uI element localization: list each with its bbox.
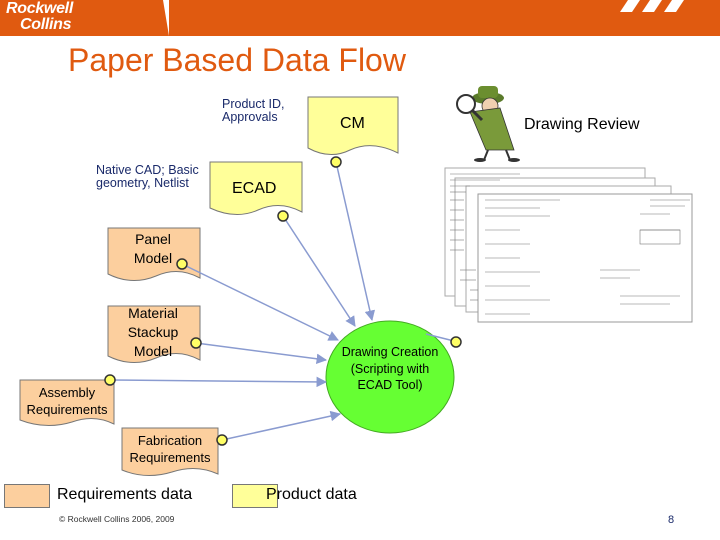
stackup-connector [190,337,202,349]
fabrication-connector [216,434,228,446]
detective-icon [456,86,520,162]
material-stackup-box [107,305,201,363]
cm-box [307,96,399,155]
arrow-panel-to-drawing [181,263,339,341]
product-id-label: Product ID, Approvals [222,97,285,124]
assembly-requirements-label: Assembly Requirements [26,385,108,417]
sheets-connector [450,336,462,348]
legend-requirements-label: Requirements data [57,486,193,503]
arrow-assembly-to-drawing [109,376,328,388]
logo-line2: Collins [20,16,72,33]
panel-model-label: Panel Model [133,231,173,266]
panel-model-box [107,227,201,281]
legend-product-swatch [232,484,278,508]
fabrication-requirements-box [121,427,219,476]
drawing-sheets-icon [444,167,693,323]
arrow-stackup-to-drawing [195,342,328,364]
assembly-connector [104,374,116,386]
slide-title: Paper Based Data Flow [68,42,406,78]
copyright-text: © Rockwell Collins 2006, 2009 [59,514,175,524]
rockwell-collins-logo: Rockwell Collins [6,1,73,33]
drawing-creation-label: Drawing Creation (Scripting with ECAD To… [341,345,439,392]
cm-label: CM [340,115,365,132]
legend-product-label: Product data [266,486,357,503]
legend-requirements-swatch [4,484,50,508]
assembly-requirements-box [19,379,115,426]
fabrication-requirements-label: Fabrication Requirements [129,433,211,465]
material-stackup-label: Material Stackup Model [127,305,179,359]
header-stripes-icon [620,0,684,12]
arrow-cm-to-drawing [335,161,376,322]
ecad-box [209,161,303,215]
arrow-fabrication-to-drawing [221,410,342,441]
arrow-drawing-to-sheets [425,333,455,342]
panel-connector [176,258,188,270]
header-bar [0,0,720,36]
native-cad-label: Native CAD; Basic geometry, Netlist [96,163,199,190]
page-number: 8 [668,514,675,526]
cm-connector [330,156,342,168]
ecad-connector [277,210,289,222]
logo-line1: Rockwell [6,0,73,17]
arrow-ecad-to-drawing [282,215,356,327]
drawing-review-label: Drawing Review [524,116,640,133]
logo-separator [163,0,169,36]
ecad-label: ECAD [232,180,277,197]
